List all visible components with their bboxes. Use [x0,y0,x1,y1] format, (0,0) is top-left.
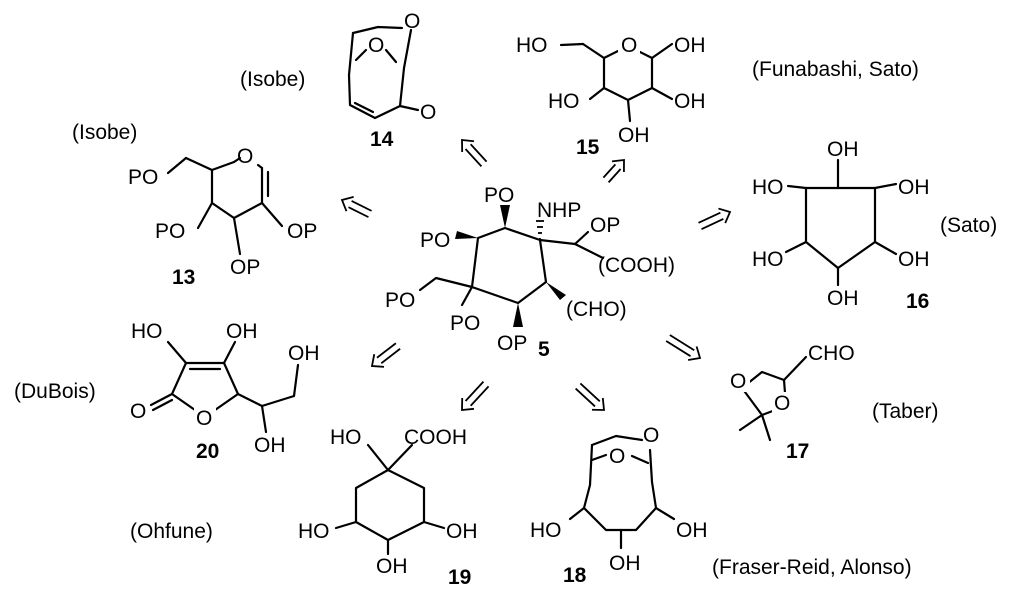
label-oh-c3: OH [618,124,650,147]
compound-18: O O HO OH OH 18 (Fraser-Reid, Alonso) [530,424,912,587]
compound-number-5: 5 [538,338,550,361]
label-op-sidechain: OP [590,214,620,237]
label-o-ring-top: O [643,424,659,447]
citation-20: (DuBois) [14,380,96,403]
label-o-ring-top: O [404,10,420,33]
compound-14: O O O 14 (Isobe) [240,10,436,151]
label-oh-secondary: OH [254,434,286,457]
compound-number-16: 16 [906,290,929,313]
label-op-bottom: OP [497,332,527,355]
label-ho-upper-left: HO [752,176,784,199]
label-o-carbonyl: O [130,400,146,423]
label-po-ch2: PO [128,166,158,189]
label-oh-right: OH [446,520,478,543]
label-o-right: O [774,392,790,415]
label-op-c2: OP [287,220,317,243]
label-cho: (CHO) [566,298,627,321]
label-po-left: PO [420,229,450,252]
label-po-c4: PO [155,220,185,243]
citation-17: (Taber) [872,400,939,423]
arrow-to-13 [340,196,372,218]
label-o-ring: O [621,34,637,57]
arrow-to-19 [461,381,490,411]
label-oh-bottom: OH [609,552,641,575]
citation-14: (Isobe) [240,68,305,91]
label-nhp: NHP [537,199,581,222]
compound-number-14: 14 [370,128,394,151]
compound-number-15: 15 [576,136,600,159]
compound-number-18: 18 [563,564,587,587]
label-oh-enol: OH [226,320,258,343]
label-ho-c4: HO [548,90,580,113]
label-cooh: COOH [404,426,467,449]
compound-15: HO O OH HO OH OH 15 (Funabashi, Sato) [516,34,919,159]
label-ho-lower-left: HO [752,248,784,271]
label-ho-left: HO [298,520,330,543]
compound-19: HO COOH HO OH OH 19 (Ohfune) [130,426,478,589]
retrosynthetic-arrows [340,139,732,411]
label-o-ketone: O [420,101,436,124]
label-oh-right: OH [676,519,708,542]
arrow-to-16 [698,207,732,230]
label-ho-enol: HO [131,320,163,343]
label-po-top: PO [484,184,514,207]
label-oh-anomeric: OH [674,34,706,57]
label-oh-top: OH [827,138,859,161]
label-oh-upper-right: OH [898,176,930,199]
label-oh-primary: OH [288,342,320,365]
label-po-ch2: PO [385,289,415,312]
compound-number-13: 13 [172,266,195,289]
label-po-bottom: PO [450,312,480,335]
label-oh-bottom: OH [827,287,859,310]
label-op-c3: OP [230,256,260,279]
arrow-to-17 [665,334,702,361]
label-o-ring: O [196,407,212,430]
citation-18: (Fraser-Reid, Alonso) [712,556,912,579]
citation-16: (Sato) [940,214,997,237]
label-cooh: (COOH) [598,254,675,277]
compound-number-19: 19 [448,566,471,589]
compound-5: PO NHP OP PO (COOH) PO PO (CHO) OP 5 [385,184,675,361]
arrow-to-15 [602,158,625,183]
label-ho-ch2: HO [516,34,548,57]
compound-17: CHO O O 17 (Taber) [728,342,939,463]
compound-13: PO O PO OP OP 13 (Isobe) [72,121,317,289]
citation-19: (Ohfune) [130,520,213,543]
label-oh-bottom: OH [376,555,408,578]
compound-20: HO OH OH O O OH 20 (DuBois) [14,320,320,463]
label-oh-c2: OH [674,90,706,113]
compound-number-20: 20 [196,440,219,463]
label-ho-quaternary: HO [330,426,362,449]
label-o-left: O [730,370,746,393]
arrow-to-14 [461,139,488,167]
citation-13: (Isobe) [72,121,137,144]
arrow-to-18 [575,382,605,411]
compound-16: OH HO OH HO OH OH 16 (Sato) [752,138,997,313]
arrow-to-20 [370,342,401,368]
label-o-bridge: O [609,445,625,468]
citation-15: (Funabashi, Sato) [752,58,919,81]
label-o-ring: O [237,145,253,168]
compound-number-17: 17 [786,440,809,463]
label-oh-lower-right: OH [898,248,930,271]
label-o-bridge: O [368,34,384,57]
label-cho: CHO [808,342,855,365]
label-ho-left: HO [530,519,562,542]
